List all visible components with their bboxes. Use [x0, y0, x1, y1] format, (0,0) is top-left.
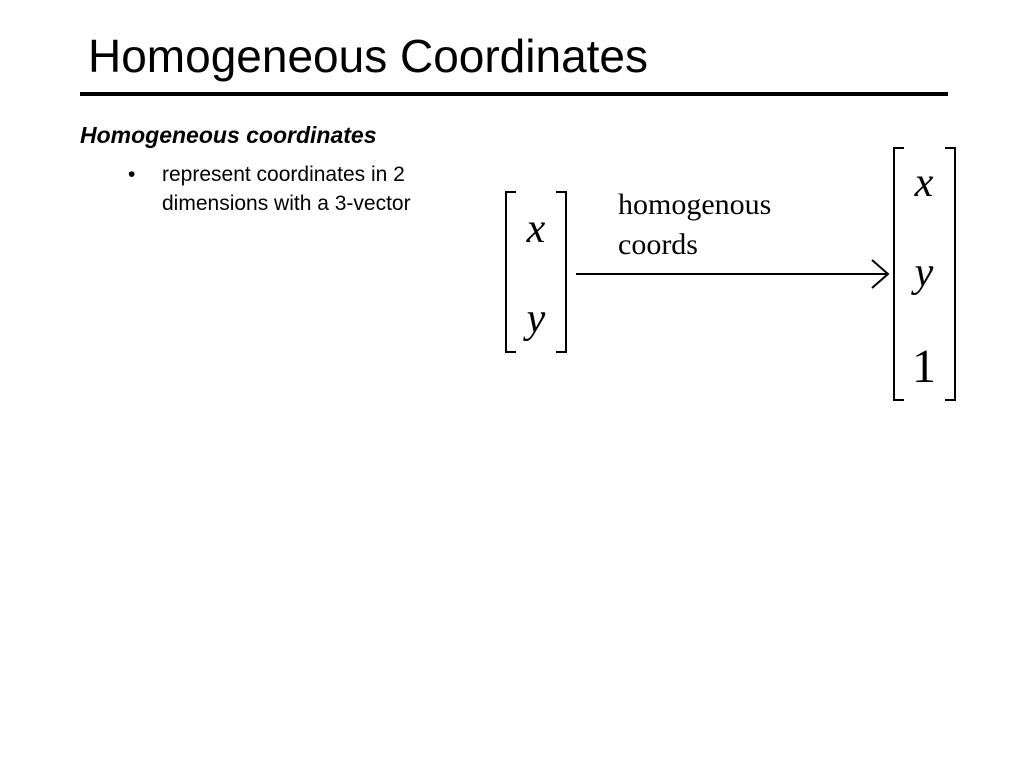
source-left-bracket	[505, 191, 516, 353]
arrow-label-line1: homogenous	[618, 188, 771, 221]
bullet-list: • represent coordinates in 2 dimensions …	[124, 160, 474, 218]
bullet-text: represent coordinates in 2 dimensions wi…	[162, 163, 411, 215]
source-right-bracket	[556, 191, 567, 353]
section-heading: Homogeneous coordinates	[80, 122, 377, 148]
bullet-item: • represent coordinates in 2 dimensions …	[124, 160, 474, 218]
target-entry-y: y	[911, 250, 934, 296]
title-underline	[80, 92, 948, 96]
conversion-arrow	[576, 259, 890, 289]
target-vector	[893, 147, 956, 401]
target-left-bracket	[893, 147, 904, 401]
bullet-dot-icon: •	[128, 163, 136, 186]
source-entry-x: x	[526, 206, 546, 252]
source-entry-y: y	[523, 296, 546, 342]
target-right-bracket	[945, 147, 956, 401]
target-entry-one: 1	[912, 340, 936, 393]
slide-title: Homogeneous Coordinates	[88, 30, 649, 82]
target-entry-x: x	[914, 160, 934, 206]
homogeneous-conversion-diagram: x y homogenous coords x y 1	[480, 130, 980, 420]
source-vector	[505, 191, 567, 353]
arrow-label-line2: coords	[618, 228, 698, 261]
